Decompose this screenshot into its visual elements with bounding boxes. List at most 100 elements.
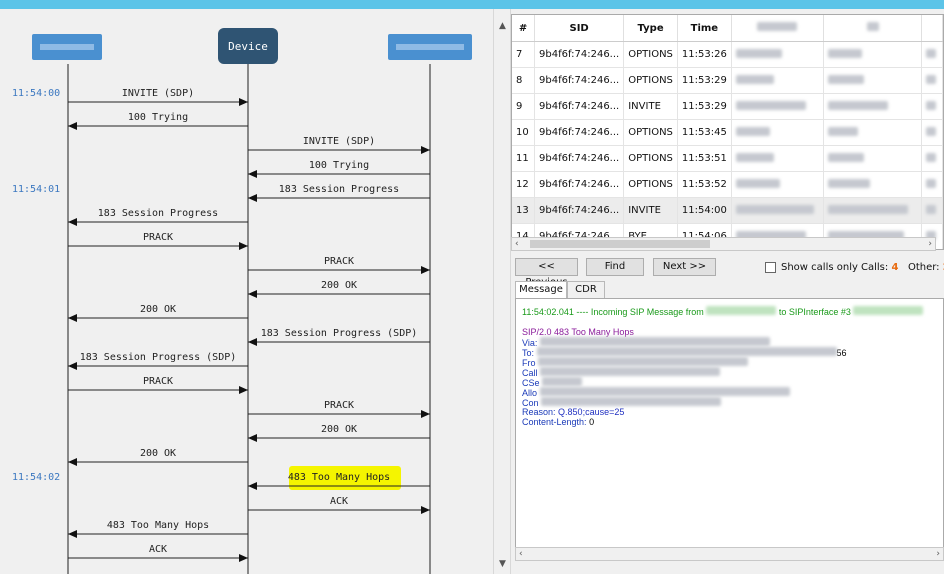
table-cell-type: INVITE — [623, 93, 678, 120]
column-header-num[interactable]: # — [512, 15, 536, 42]
table-cell-sid: 9b4f6f:74:246... — [534, 171, 625, 198]
table-cell-time: 11:53:26 — [677, 41, 732, 68]
table-cell-redacted — [731, 197, 824, 224]
redacted-text — [926, 230, 937, 240]
message-label: 483 Too Many Hops — [107, 520, 209, 531]
redacted-text — [827, 152, 864, 162]
message-horizontal-scrollbar[interactable]: ‹ › — [515, 547, 944, 561]
table-cell-redacted — [823, 41, 923, 68]
message-label: 100 Trying — [309, 160, 369, 171]
arrowhead-icon — [248, 434, 257, 442]
redacted-text — [542, 377, 583, 386]
redacted-text — [538, 357, 749, 366]
scroll-right-icon[interactable]: › — [936, 549, 940, 559]
table-cell-type: OPTIONS — [623, 145, 678, 172]
table-cell-redacted — [731, 93, 824, 120]
grid-horizontal-scrollbar[interactable]: ‹ › — [511, 237, 936, 251]
tab-cdr[interactable]: CDR — [567, 281, 605, 298]
message-header-line: 11:54:02.041 ---- Incoming SIP Message f… — [522, 306, 924, 317]
node-device — [218, 28, 278, 64]
scroll-right-icon[interactable]: › — [928, 239, 932, 249]
message-label: 483 Too Many Hops — [288, 472, 390, 483]
arrowhead-icon — [248, 482, 257, 490]
arrowhead-icon — [68, 314, 77, 322]
redacted-text — [735, 230, 806, 240]
scroll-down-icon[interactable]: ▼ — [499, 559, 506, 569]
scroll-left-icon[interactable]: ‹ — [519, 549, 523, 559]
message-destination: to SIPInterface #3 — [778, 307, 851, 317]
message-label: 183 Session Progress — [98, 208, 218, 219]
table-cell-redacted — [921, 67, 943, 94]
redacted-text — [827, 100, 888, 110]
column-header-type[interactable]: Type — [623, 15, 678, 42]
arrowhead-icon — [421, 146, 430, 154]
redacted-text — [926, 178, 937, 188]
header-reason: Reason: Q.850;cause=25 — [522, 407, 625, 417]
show-calls-only-checkbox[interactable] — [765, 262, 776, 273]
message-label: 100 Trying — [128, 112, 188, 123]
find-button[interactable]: Find — [586, 258, 644, 276]
message-time: 11:54:02.041 — [522, 307, 574, 317]
column-header-time[interactable]: Time — [677, 15, 732, 42]
arrowhead-icon — [239, 242, 248, 250]
arrowhead-icon — [68, 530, 77, 538]
scroll-left-icon[interactable]: ‹ — [515, 239, 519, 249]
table-cell-type: OPTIONS — [623, 171, 678, 198]
table-cell-type: OPTIONS — [623, 41, 678, 68]
header-contact: Con — [522, 397, 722, 408]
table-cell-redacted — [921, 93, 943, 120]
table-cell-redacted — [731, 41, 824, 68]
arrowhead-icon — [421, 506, 430, 514]
table-cell-time: 11:53:51 — [677, 145, 732, 172]
column-header-extra[interactable] — [921, 15, 943, 42]
message-label: ACK — [149, 544, 167, 555]
scroll-up-icon[interactable]: ▲ — [499, 21, 506, 31]
message-label: 200 OK — [140, 304, 176, 315]
redacted-text — [735, 74, 774, 84]
header-from: Fro — [522, 357, 749, 368]
other-label: Other: — [907, 262, 940, 273]
column-header-source[interactable] — [731, 15, 824, 42]
calls-value: 4 — [891, 262, 899, 273]
redacted-text — [926, 204, 937, 214]
message-label: INVITE (SDP) — [303, 136, 375, 147]
previous-button[interactable]: << Previous — [515, 258, 578, 288]
column-header-destination[interactable] — [823, 15, 923, 42]
redacted-text — [926, 74, 937, 84]
redacted-text — [827, 48, 862, 58]
sip-message-view[interactable]: 11:54:02.041 ---- Incoming SIP Message f… — [515, 298, 944, 560]
timestamp: 11:54:01 — [12, 184, 60, 195]
timestamp: 11:54:02 — [12, 472, 60, 483]
redacted-text — [926, 126, 937, 136]
message-label: 183 Session Progress — [279, 184, 399, 195]
message-label: 183 Session Progress (SDP) — [80, 352, 237, 363]
diagram-scrollbar[interactable]: ▲ ▼ — [493, 9, 511, 574]
scroll-thumb[interactable] — [530, 240, 710, 248]
next-button[interactable]: Next >> — [653, 258, 716, 276]
table-cell-redacted — [731, 67, 824, 94]
redacted-text — [853, 306, 924, 315]
table-cell-time: 11:53:45 — [677, 119, 732, 146]
redacted-text — [926, 48, 937, 58]
table-cell-redacted — [921, 41, 943, 68]
table-cell-num: 7 — [512, 41, 536, 68]
redacted-text — [735, 126, 770, 136]
arrowhead-icon — [248, 338, 257, 346]
redacted-text — [827, 204, 908, 214]
message-label: 200 OK — [321, 424, 357, 435]
arrowhead-icon — [239, 386, 248, 394]
column-header-sid[interactable]: SID — [534, 15, 625, 42]
redacted-text — [541, 397, 722, 406]
tab-message[interactable]: Message — [515, 281, 567, 299]
redacted-text — [536, 347, 837, 356]
